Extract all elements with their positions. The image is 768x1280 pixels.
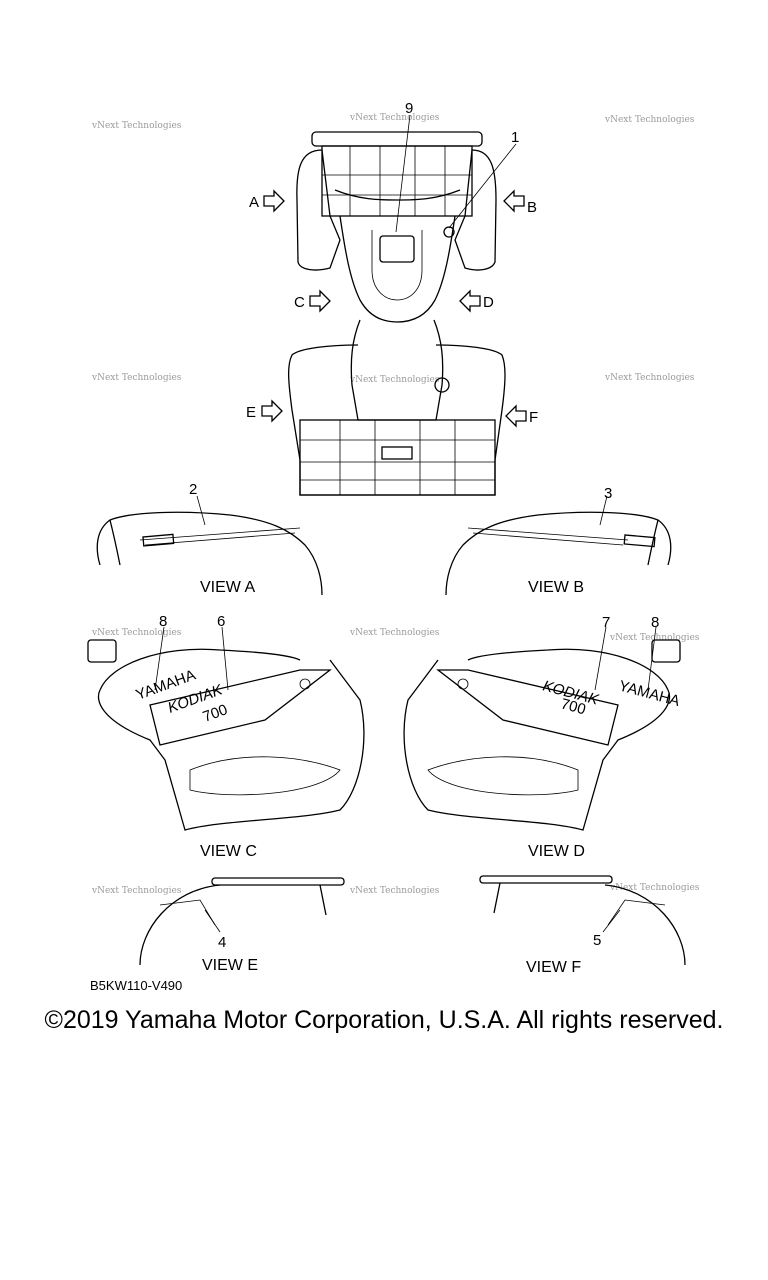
view-arrow-f: F (505, 404, 538, 428)
view-label-b: VIEW B (528, 579, 584, 596)
view-arrow-label: A (249, 194, 259, 211)
watermark: vNext Technologies (91, 886, 182, 896)
decal-text: YAMAHA KODIAK 700 YAMAHA KODIAK 700 (134, 666, 682, 725)
watermark: vNext Technologies (91, 628, 182, 638)
view-arrow-b: B (503, 189, 537, 216)
view-arrow-label: C (294, 294, 305, 311)
view-e-drawing (139, 877, 345, 966)
watermark: vNext Technologies (349, 113, 440, 123)
callouts: 9 1 2 3 8 6 7 8 4 5 (159, 100, 659, 951)
view-arrow-d: D (459, 289, 494, 313)
view-arrow-e: E (246, 399, 283, 423)
view-d-drawing (403, 626, 681, 831)
number-decal: 700 (559, 695, 588, 718)
atv-top-view (287, 114, 517, 496)
parts-diagram: vNext Technologies vNext Technologies vN… (87, 100, 700, 993)
view-arrows: A B C D E F (246, 189, 538, 428)
view-arrow-label: F (529, 409, 538, 426)
watermark: vNext Technologies (609, 883, 700, 893)
number-decal: 700 (201, 701, 230, 726)
callout-9: 9 (405, 100, 413, 117)
diagram-code: B5KW110-V490 (90, 978, 182, 993)
watermarks: vNext Technologies vNext Technologies vN… (91, 113, 700, 896)
view-label-e: VIEW E (202, 957, 258, 974)
watermark: vNext Technologies (91, 121, 182, 131)
view-b-drawing (445, 495, 672, 596)
view-arrow-c: C (294, 289, 331, 313)
callout-8: 8 (651, 614, 659, 631)
callout-2: 2 (189, 481, 197, 498)
view-f-drawing (479, 875, 686, 966)
watermark: vNext Technologies (349, 628, 440, 638)
view-arrow-label: E (246, 404, 256, 421)
callout-3: 3 (604, 485, 612, 502)
view-labels: VIEW A VIEW B VIEW C VIEW D VIEW E VIEW … (200, 579, 585, 976)
watermark: vNext Technologies (91, 373, 182, 383)
watermark: vNext Technologies (349, 886, 440, 896)
view-label-d: VIEW D (528, 843, 585, 860)
view-arrow-a: A (249, 189, 285, 213)
copyright-notice: ©2019 Yamaha Motor Corporation, U.S.A. A… (44, 1006, 724, 1034)
view-arrow-label: B (527, 199, 537, 216)
watermark: vNext Technologies (604, 373, 695, 383)
callout-7: 7 (602, 614, 610, 631)
watermark: vNext Technologies (349, 375, 440, 385)
view-label-c: VIEW C (200, 843, 257, 860)
watermark: vNext Technologies (604, 115, 695, 125)
view-a-drawing (96, 495, 323, 596)
callout-1: 1 (511, 129, 519, 146)
view-label-f: VIEW F (526, 959, 581, 976)
callout-6: 6 (217, 613, 225, 630)
view-arrow-label: D (483, 294, 494, 311)
callout-8: 8 (159, 613, 167, 630)
callout-4: 4 (218, 934, 226, 951)
callout-5: 5 (593, 932, 601, 949)
view-c-drawing (87, 626, 365, 831)
view-label-a: VIEW A (200, 579, 255, 596)
